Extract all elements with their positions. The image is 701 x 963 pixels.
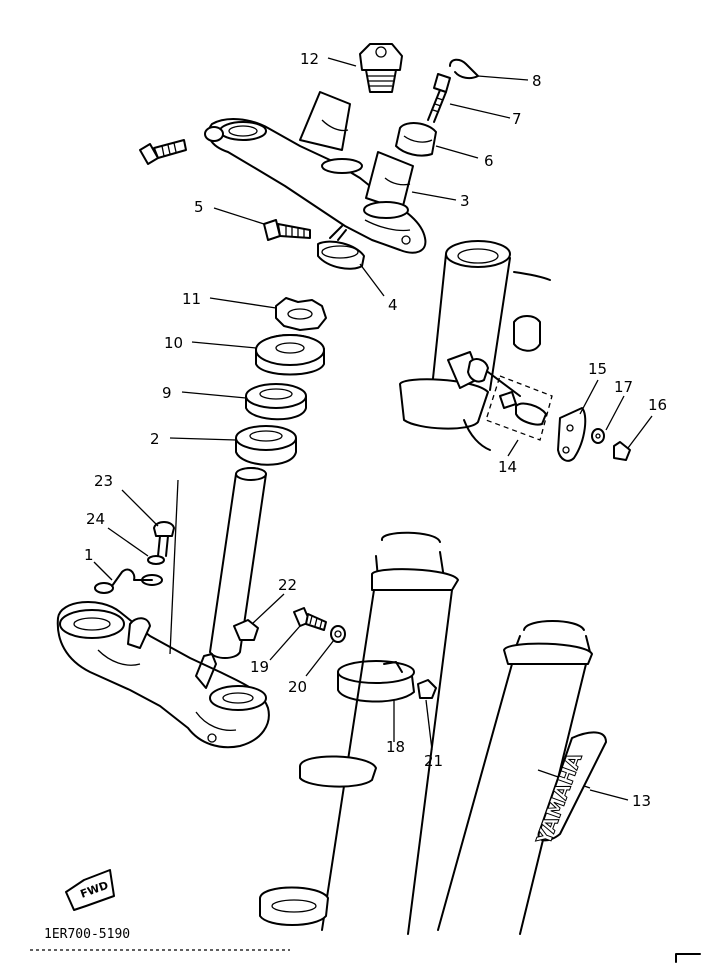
part-9-bearing [245,383,307,421]
part-11-ring-nut [275,297,327,331]
callout-17: 17 [614,378,633,396]
callout-11: 11 [182,290,201,308]
callout-14: 14 [498,458,517,476]
part-2-bearing-race [235,425,297,466]
callout-22: 22 [278,576,297,594]
crown-bolt-left [139,139,187,165]
callout-3: 3 [460,192,470,210]
part-20-washer [330,625,346,643]
callout-1: 1 [84,546,94,564]
part-23-bolt [153,521,175,557]
part-16-screw [613,441,631,461]
part-6-handlebar-holder [395,122,437,157]
part-13-emblem: YAMAHA [531,731,607,849]
callout-6: 6 [484,152,494,170]
part-1-cable-guide [94,568,163,649]
callout-8: 8 [532,72,542,90]
callout-10: 10 [164,334,183,352]
part-22-nut [233,619,259,641]
corner-mark [675,953,701,963]
part-5-pinch-bolt [263,219,311,241]
leader-lines [93,57,653,801]
callout-7: 7 [512,110,522,128]
fwd-arrow: FWD [65,869,115,911]
callout-12: 12 [300,50,319,68]
callout-15: 15 [588,360,607,378]
part-17-washer [591,428,605,444]
callout-2: 2 [150,430,160,448]
callout-21: 21 [424,752,443,770]
callout-19: 19 [250,658,269,676]
under-bracket [56,601,270,749]
callout-5: 5 [194,198,204,216]
callout-23: 23 [94,472,113,490]
callout-24: 24 [86,510,105,528]
callout-9: 9 [162,384,172,402]
part-19-bolt [293,607,327,631]
diagram-code: 1ER700-5190 [44,927,130,942]
callout-13: 13 [632,792,651,810]
callout-4: 4 [388,296,398,314]
part-15-plate [557,407,587,462]
callout-18: 18 [386,738,405,756]
callout-labels: 12 8 7 6 3 5 4 11 10 9 2 15 17 16 14 23 … [84,50,667,810]
part-7-bolt [427,73,451,123]
part-21-nut [417,679,437,699]
part-14-assembly [447,351,553,441]
fork-tube-middle [259,531,459,935]
steering-stem [209,467,267,659]
part-8-clip [449,58,479,80]
part-24-washer [147,555,165,565]
part-10-bearing-cover [255,334,325,376]
fork-tube-upper [399,240,551,451]
part-18-clamp [337,660,415,703]
upper-bracket [204,91,427,254]
part-12-steering-stem-bolt [359,43,403,93]
callout-20: 20 [288,678,307,696]
callout-16: 16 [648,396,667,414]
